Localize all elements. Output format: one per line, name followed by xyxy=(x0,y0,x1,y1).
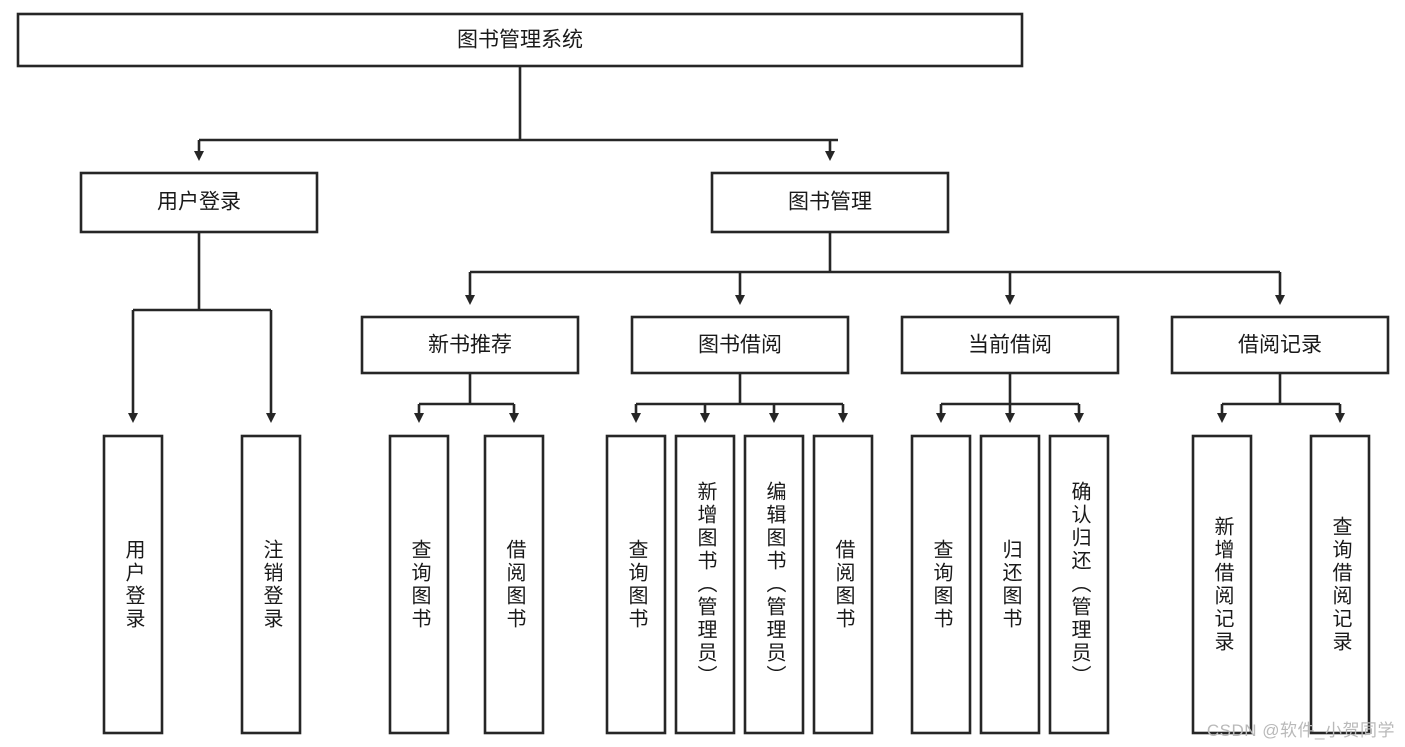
leaf-box-query-book-3[interactable] xyxy=(910,434,972,735)
leaf-box-confirm-return[interactable] xyxy=(1048,434,1110,735)
node-new-book-recommend-label: 新书推荐 xyxy=(428,334,512,357)
connector-newbook-to-leaves xyxy=(414,373,519,423)
connector-userlogin-to-leaves xyxy=(128,232,276,423)
node-current-borrow[interactable]: 当前借阅 xyxy=(900,315,1120,375)
leaf-box-edit-book[interactable] xyxy=(743,434,805,735)
node-root-label: 图书管理系统 xyxy=(457,29,583,52)
leaf-box-logout[interactable] xyxy=(240,434,302,735)
connector-bookmgmt-to-level3 xyxy=(465,232,1285,305)
node-current-borrow-label: 当前借阅 xyxy=(968,334,1052,357)
node-new-book-recommend[interactable]: 新书推荐 xyxy=(360,315,580,375)
node-user-login-label: 用户登录 xyxy=(157,191,241,214)
node-book-management[interactable]: 图书管理 xyxy=(710,171,950,234)
connector-current-to-leaves xyxy=(936,373,1084,423)
leaf-box-add-record[interactable] xyxy=(1191,434,1253,735)
leaf-box-borrow-book-1[interactable] xyxy=(483,434,545,735)
node-borrow-records[interactable]: 借阅记录 xyxy=(1170,315,1390,375)
csdn-watermark: CSDN @软件_小贺同学 xyxy=(1206,721,1395,740)
node-root[interactable]: 图书管理系统 xyxy=(16,12,1024,68)
node-book-borrow-label: 图书借阅 xyxy=(698,334,782,357)
node-user-login[interactable]: 用户登录 xyxy=(79,171,319,234)
leaf-box-query-record[interactable] xyxy=(1309,434,1371,735)
leaf-box-return-book[interactable] xyxy=(979,434,1041,735)
leaf-box-query-book-1[interactable] xyxy=(388,434,450,735)
connector-records-to-leaves xyxy=(1217,373,1345,423)
connector-borrow-to-leaves xyxy=(631,373,848,423)
node-borrow-records-label: 借阅记录 xyxy=(1238,334,1322,357)
leaf-box-borrow-book-2[interactable] xyxy=(812,434,874,735)
connector-root-to-level2 xyxy=(194,66,838,161)
leaf-box-user-login[interactable] xyxy=(102,434,164,735)
node-book-management-label: 图书管理 xyxy=(788,191,872,214)
node-book-borrow[interactable]: 图书借阅 xyxy=(630,315,850,375)
leaf-box-add-book[interactable] xyxy=(674,434,736,735)
leaf-box-query-book-2[interactable] xyxy=(605,434,667,735)
